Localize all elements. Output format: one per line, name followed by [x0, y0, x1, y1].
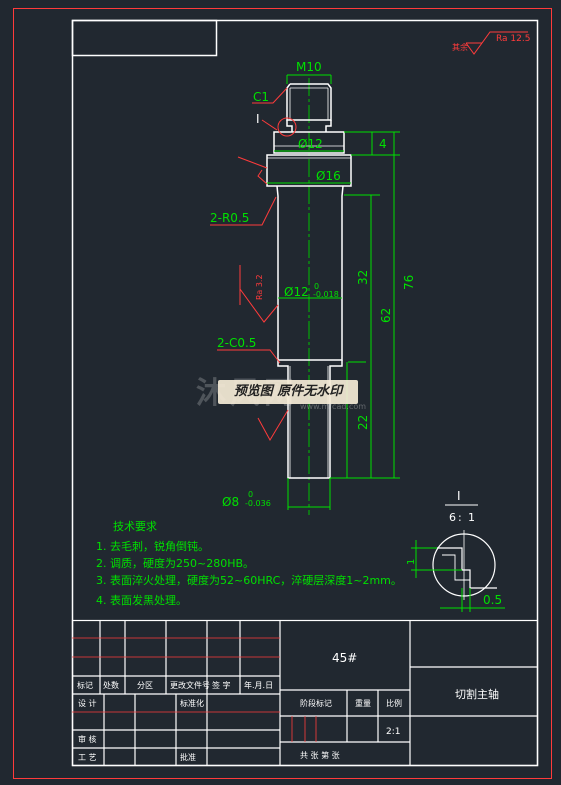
tb-label: 年.月.日: [244, 680, 273, 690]
dim-d16: Ø16: [316, 169, 341, 183]
dim-d12-tol-upper: 0: [314, 282, 319, 291]
tb-label: 分区: [137, 681, 153, 690]
dim-m10: M10: [296, 60, 322, 74]
tb-approve: 批准: [180, 752, 196, 762]
tb-review: 审 核: [78, 734, 97, 744]
detail-scale-left: 6: [449, 511, 456, 524]
detail-scale-right: 1: [468, 511, 475, 524]
tech-note-item: 2. 调质，硬度为250~280HB。: [96, 556, 254, 570]
detail-title: I: [457, 489, 461, 503]
dim-len32: 32: [356, 270, 370, 285]
dim-d8-tol-upper: 0: [248, 490, 253, 499]
tech-notes-title: 技术要求: [113, 520, 157, 533]
dim-len4: 4: [379, 137, 387, 151]
tb-label: 更改文件号: [170, 680, 210, 690]
svg-text::: :: [458, 511, 462, 524]
dim-r05: 2-R0.5: [210, 211, 249, 225]
dim-c1: C1: [253, 90, 269, 104]
dim-d12-tol: Ø12: [284, 285, 309, 299]
tech-note-item: 4. 表面发黑处理。: [96, 593, 187, 607]
code-box: [71, 19, 218, 57]
dim-len22: 22: [356, 415, 370, 430]
dim-d12: Ø12: [298, 137, 323, 151]
tb-scale-label: 比例: [386, 698, 402, 708]
watermark-url: www.mfcad.com: [300, 402, 367, 411]
tb-stage-mark: 阶段标记: [300, 698, 332, 708]
roughness-rest-symbol: 其余 Ra 12.5: [452, 31, 530, 55]
title-block: [71, 619, 539, 767]
tb-sheets: 共 张 第 张: [300, 750, 340, 760]
detail-len05: 0.5: [483, 593, 502, 607]
tech-note-item: 1. 去毛刺，锐角倒钝。: [96, 539, 209, 553]
dim-c05: 2-C0.5: [217, 336, 256, 350]
tb-label: 签 字: [212, 680, 231, 690]
leader-lines: [210, 87, 297, 442]
material-label: 45#: [332, 651, 357, 665]
tb-weight: 重量: [355, 698, 371, 708]
view-mark: I: [256, 112, 260, 126]
outer-frame: [13, 8, 552, 779]
tb-label: 处数: [103, 680, 119, 690]
tb-process: 工 艺: [78, 753, 97, 762]
dim-d12-tol-lower: -0.018: [313, 290, 339, 299]
tech-notes: 技术要求 1. 去毛刺，锐角倒钝。 2. 调质，硬度为250~280HB。 3.…: [96, 520, 402, 607]
roughness-rest-label: 其余: [452, 42, 468, 52]
tb-scale-value: 2:1: [386, 727, 400, 737]
part-name: 切割主轴: [455, 687, 499, 701]
dim-len76: 76: [402, 275, 416, 290]
tb-label: 标记: [77, 680, 93, 690]
shaft-outline: [266, 83, 352, 479]
leader-text: I Ra 3.2: [255, 112, 264, 300]
dim-d8-tol-lower: -0.036: [245, 499, 271, 508]
detail-len1: 1: [406, 559, 417, 565]
detail-view: I 6 : 1 1 0.5: [406, 489, 505, 612]
dim-d8: Ø8: [222, 495, 239, 509]
title-block-red-lines: [72, 637, 317, 742]
tb-standard: 标准化: [180, 698, 204, 708]
dim-len62: 62: [379, 308, 393, 323]
dim-ra32: Ra 3.2: [255, 274, 264, 300]
tech-note-item: 3. 表面淬火处理，硬度为52~60HRC，淬硬层深度1~2mm。: [96, 573, 402, 587]
watermark-label: 预览图 原件无水印: [218, 380, 358, 404]
tb-design: 设 计: [78, 698, 97, 708]
roughness-ra-label: Ra 12.5: [496, 34, 530, 44]
